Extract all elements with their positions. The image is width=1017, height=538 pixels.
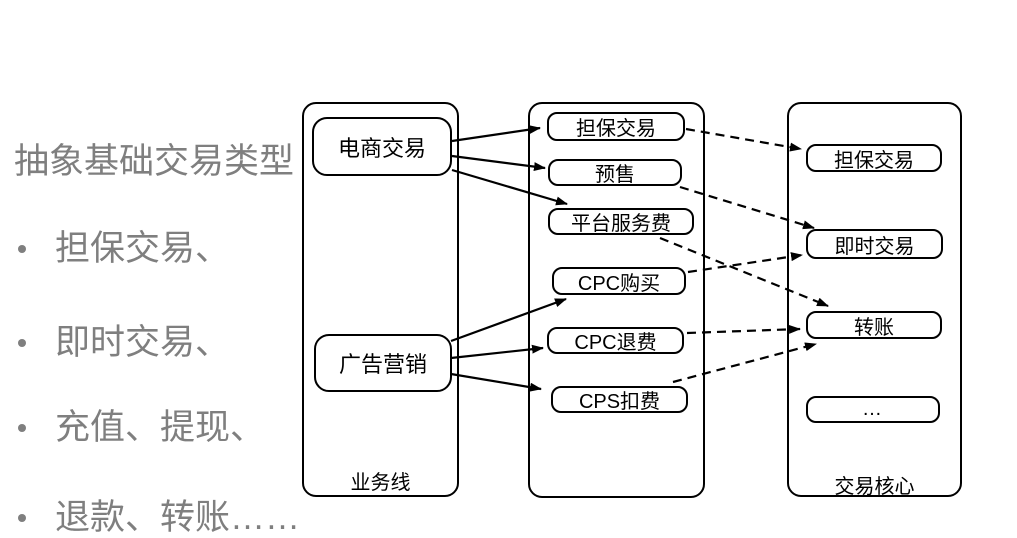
- node-ellipsis-core: …: [806, 396, 940, 423]
- bullet-text: 退款、转账……: [55, 498, 301, 537]
- bullet-item: 充值、提现、: [18, 410, 265, 445]
- node-guaranteed-trade-core: 担保交易: [806, 144, 942, 172]
- panel-core-label: 交易核心: [834, 476, 915, 498]
- node-instant-trade-core: 即时交易: [806, 229, 943, 259]
- sidebar-title: 抽象基础交易类型: [14, 142, 295, 181]
- edge-solid-ecom-to-guaranteed: [451, 125, 541, 143]
- bullet-icon: [18, 338, 26, 347]
- bullet-item: 退款、转账……: [18, 500, 300, 535]
- node-presale: 预售: [548, 159, 682, 186]
- node-ad-marketing: 广告营销: [314, 334, 452, 392]
- bullet-item: 即时交易、: [18, 325, 230, 360]
- edge-dashed-cpc-purchase-to-instant: [687, 252, 803, 274]
- bullet-icon: [18, 423, 26, 432]
- bullet-icon: [18, 513, 26, 522]
- node-cpc-purchase: CPC购买: [552, 267, 686, 295]
- bullet-text: 充值、提现、: [55, 408, 266, 447]
- node-platform-service-fee: 平台服务费: [548, 208, 694, 235]
- bullet-text: 即时交易、: [55, 323, 231, 362]
- node-transfer-core: 转账: [806, 311, 942, 339]
- bullet-item: 担保交易、: [18, 231, 230, 266]
- bullet-icon: [18, 244, 26, 253]
- node-guaranteed-trade-mid: 担保交易: [547, 112, 685, 141]
- node-cps-charge: CPS扣费: [551, 386, 688, 413]
- panel-business-label: 业务线: [350, 472, 411, 494]
- bullet-text: 担保交易、: [55, 229, 231, 268]
- node-cpc-refund: CPC退费: [547, 327, 684, 354]
- node-ecommerce-trade: 电商交易: [312, 117, 452, 176]
